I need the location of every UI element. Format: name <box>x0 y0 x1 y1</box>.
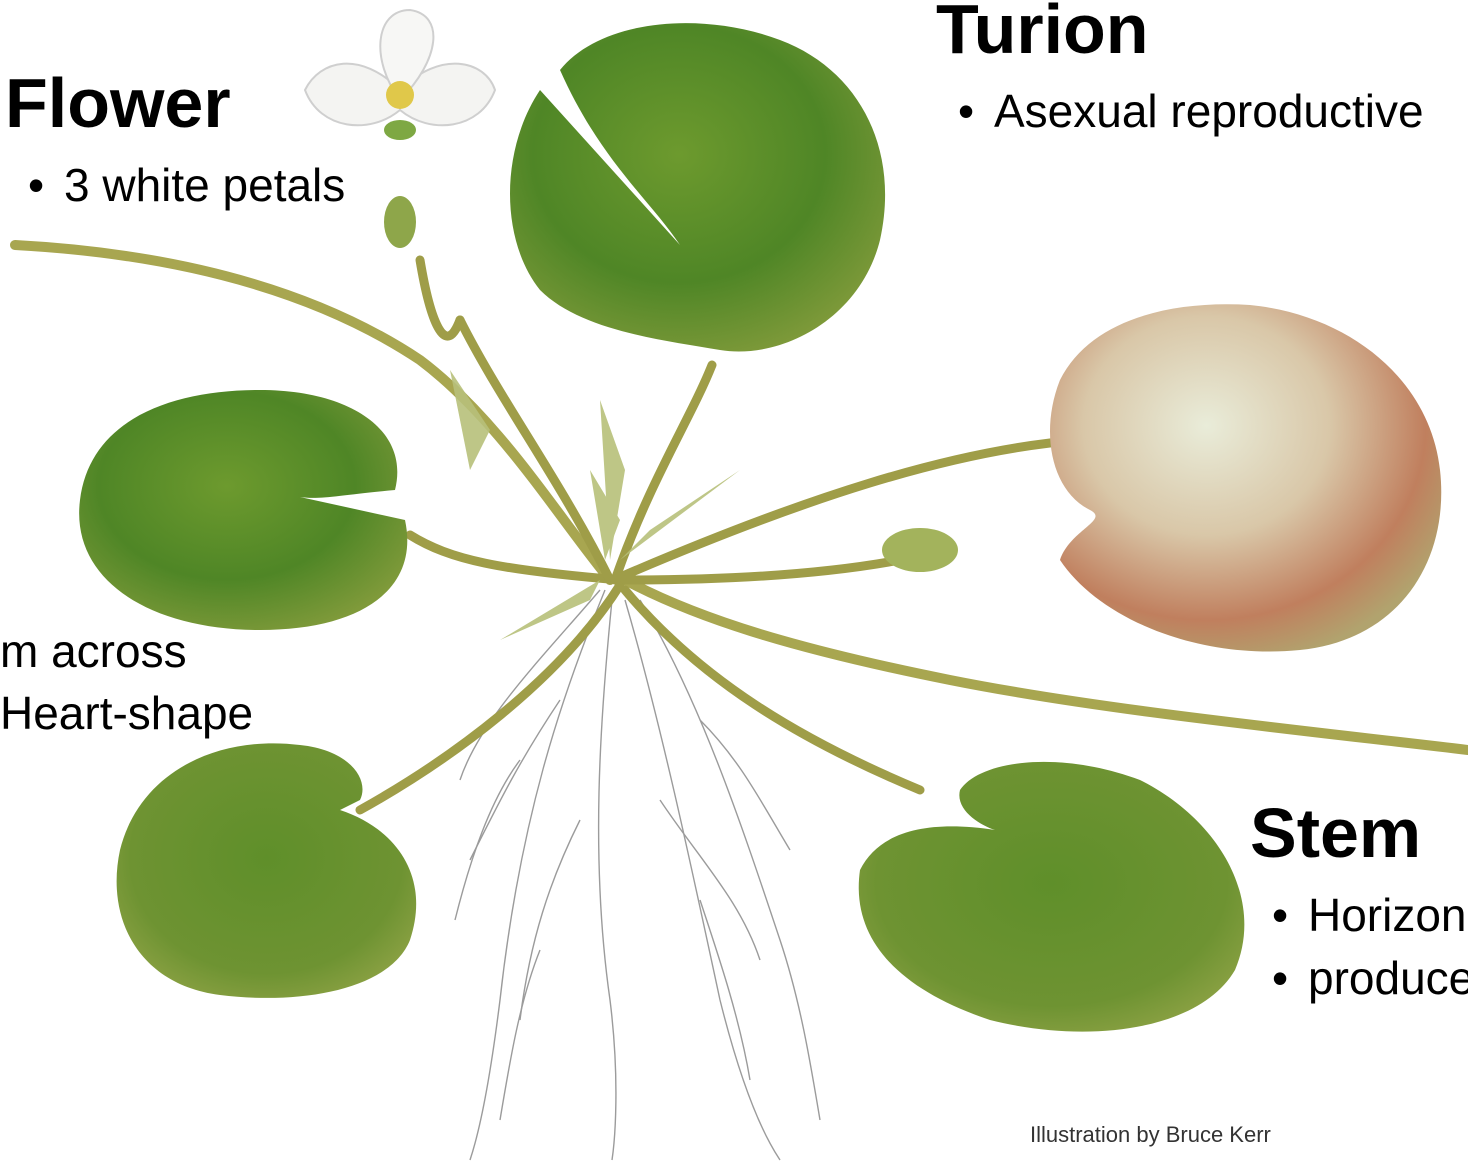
leaf-bullet-1: m across <box>0 628 187 674</box>
illustration-credit: Illustration by Bruce Kerr <box>1030 1122 1271 1148</box>
leaf-bottom-left <box>117 743 417 998</box>
flower-bud-right <box>882 528 958 572</box>
flower-title: Flower <box>5 68 231 138</box>
leaf-bullet-2: Heart-shape <box>0 690 253 736</box>
bracts <box>450 370 740 640</box>
stem-title: Stem <box>1250 798 1421 868</box>
leaf-left <box>79 390 407 630</box>
flower-bud-left <box>384 196 416 248</box>
flower <box>305 10 495 140</box>
turion-bullet: Asexual reproductive <box>958 88 1424 134</box>
flower-bullet: 3 white petals <box>28 162 345 208</box>
turion <box>1050 304 1441 651</box>
turion-title: Turion <box>936 0 1149 64</box>
stem-bullet-1: Horizon <box>1272 892 1467 938</box>
stem-bullet-2: produce <box>1272 955 1468 1001</box>
leaf-top <box>510 23 885 351</box>
leaf-bottom-right <box>859 762 1245 1032</box>
roots <box>455 590 820 1160</box>
